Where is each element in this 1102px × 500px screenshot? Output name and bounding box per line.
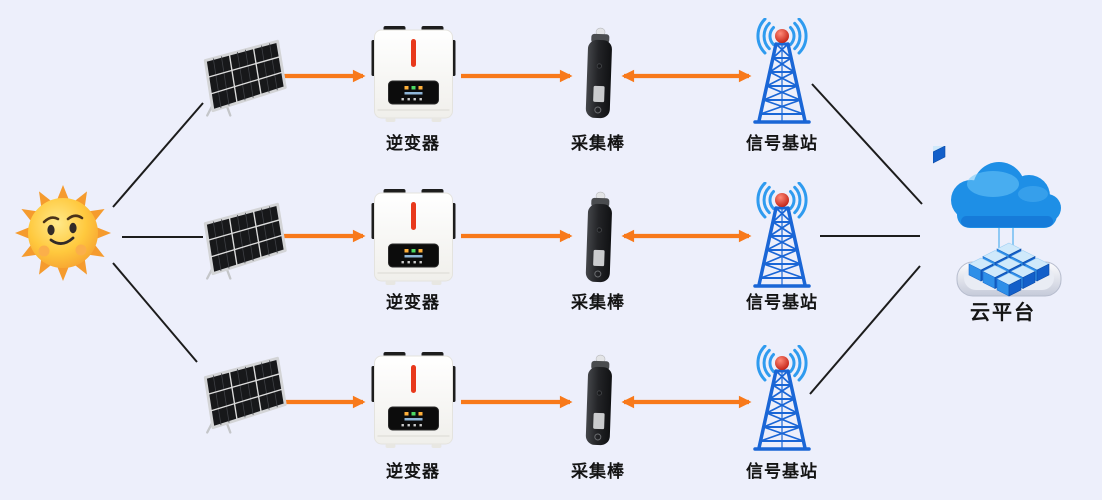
station-label: 信号基站	[746, 462, 818, 481]
flow-arrows	[277, 69, 752, 409]
sun-emoji-icon	[13, 181, 113, 287]
cloud-platform-icon	[933, 146, 1073, 304]
data-logger-stick-icon	[577, 353, 621, 450]
collector-label: 采集棒	[571, 462, 625, 481]
inverter-icon	[371, 350, 456, 450]
solar-panel-icon	[186, 193, 292, 283]
inverter-label: 逆变器	[386, 293, 440, 312]
inverter-icon	[371, 187, 456, 287]
sun-to-panel-lines	[112, 102, 204, 363]
station-label: 信号基站	[746, 293, 818, 312]
data-logger-stick-icon	[577, 26, 621, 123]
inverter-label: 逆变器	[386, 462, 440, 481]
inverter-label: 逆变器	[386, 134, 440, 153]
signal-tower-icon	[742, 18, 822, 134]
collector-label: 采集棒	[571, 293, 625, 312]
signal-tower-icon	[742, 182, 822, 298]
inverter-icon	[371, 24, 456, 124]
solar-panel-icon	[186, 347, 292, 437]
signal-tower-icon	[742, 345, 822, 461]
station-label: 信号基站	[746, 134, 818, 153]
solar-panel-icon	[186, 30, 292, 120]
station-to-cloud-lines	[809, 83, 923, 395]
data-logger-stick-icon	[577, 190, 621, 287]
cloud-platform-label: 云平台	[970, 302, 1036, 324]
collector-label: 采集棒	[571, 134, 625, 153]
